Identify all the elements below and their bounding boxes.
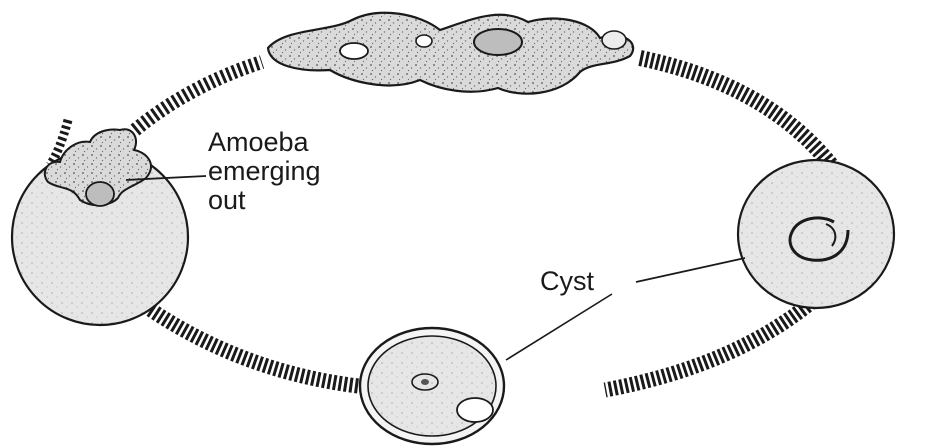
vacuole — [602, 31, 626, 49]
emerging-cyst — [12, 129, 188, 325]
nucleus — [474, 29, 522, 55]
cyst-label: Cyst — [540, 266, 594, 296]
amoeba-emerging-label: Amoeba emerging out — [208, 128, 321, 215]
arrow-bottom-right — [605, 295, 820, 390]
cyst-right — [738, 160, 894, 308]
vacuole — [340, 43, 368, 59]
cyst-leader-right — [636, 258, 745, 282]
label-line: out — [208, 186, 321, 215]
cyst-leader-bottom — [506, 294, 612, 360]
label-line: emerging — [208, 157, 321, 186]
cyst-bottom — [360, 328, 504, 444]
amoeba-nucleus — [86, 182, 114, 206]
nucleus — [457, 398, 493, 422]
arrow-top-left — [135, 62, 262, 130]
active-amoeba — [268, 13, 633, 94]
arrow-bottom-left — [130, 295, 358, 386]
vacuole — [416, 35, 432, 47]
arrow-top-right — [640, 58, 835, 170]
label-line: Amoeba — [208, 128, 321, 157]
